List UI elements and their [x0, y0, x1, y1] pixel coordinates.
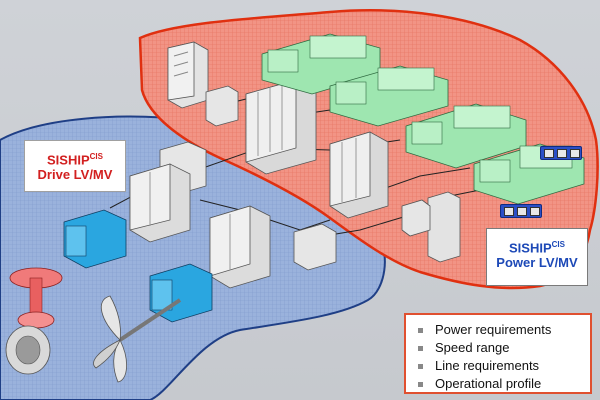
- propeller-icon: [93, 295, 182, 383]
- list-item: Speed range: [418, 339, 590, 357]
- requirement-text: Line requirements: [435, 358, 540, 373]
- power-label: SISHIPCIS Power LV/MV: [486, 228, 588, 286]
- bullet-icon: [418, 346, 423, 352]
- control-panel-icon: [540, 146, 582, 160]
- requirement-text: Operational profile: [435, 376, 542, 391]
- switchgear-cabinet-icon: [129, 163, 191, 243]
- bullet-icon: [418, 382, 423, 388]
- power-label-title: SISHIP: [509, 240, 552, 256]
- list-item: Operational profile: [418, 375, 590, 393]
- generator-set-icon: [329, 65, 449, 127]
- switchgear-cabinet-icon: [205, 85, 239, 127]
- power-label-subtitle: Power LV/MV: [496, 255, 578, 271]
- drive-label-title: SISHIP: [47, 152, 90, 168]
- thruster-icon: [5, 267, 63, 375]
- switchgear-cabinet-icon: [401, 199, 431, 237]
- list-item: Power requirements: [418, 321, 590, 339]
- requirements-box: Power requirements Speed range Line requ…: [404, 313, 592, 394]
- switchgear-cabinet-icon: [293, 223, 337, 271]
- drive-label-subtitle: Drive LV/MV: [37, 167, 113, 183]
- requirement-text: Speed range: [435, 340, 510, 355]
- switchgear-cabinet-icon: [427, 191, 461, 263]
- requirements-list: Power requirements Speed range Line requ…: [406, 315, 590, 393]
- switchgear-cabinet-icon: [329, 131, 389, 219]
- drive-label: SISHIPCIS Drive LV/MV: [24, 140, 126, 192]
- bullet-icon: [418, 364, 423, 370]
- bullet-icon: [418, 328, 423, 334]
- requirement-text: Power requirements: [435, 322, 552, 337]
- switchgear-cabinet-icon: [245, 79, 317, 175]
- power-label-sup: CIS: [551, 240, 565, 249]
- electric-motor-icon: [63, 209, 127, 269]
- list-item: Line requirements: [418, 357, 590, 375]
- switchgear-cabinet-icon: [209, 205, 271, 289]
- drive-label-sup: CIS: [89, 152, 103, 161]
- control-panel-icon: [500, 204, 542, 218]
- generator-set-icon: [405, 103, 527, 169]
- switchgear-cabinet-icon: [167, 41, 209, 109]
